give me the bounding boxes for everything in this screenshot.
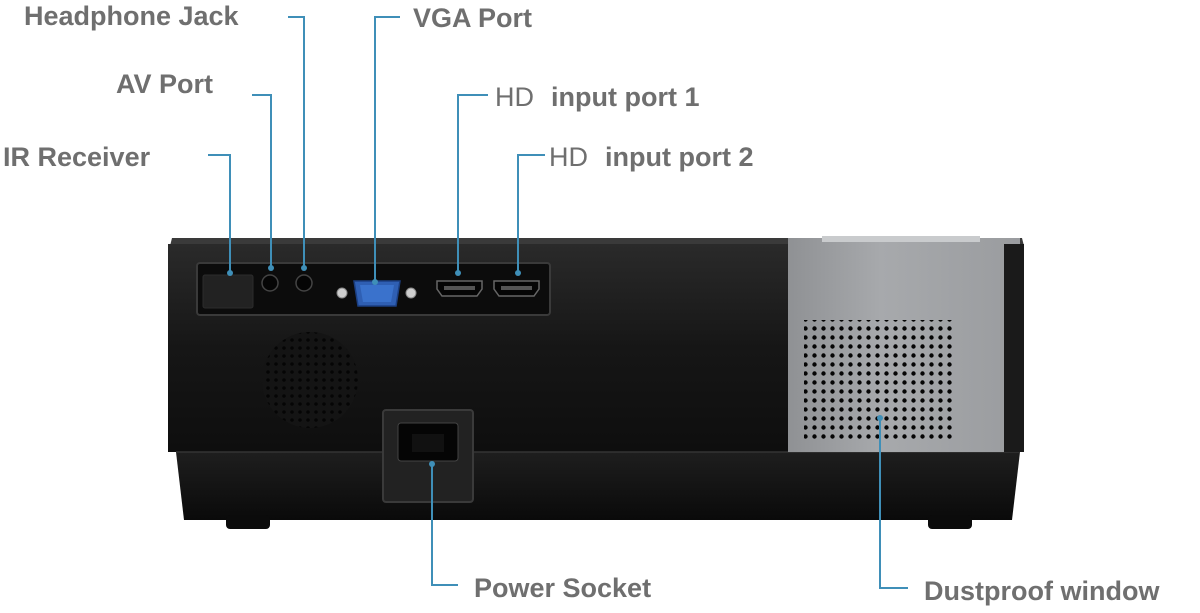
leader-hd-input-2 — [517, 154, 545, 273]
leader-power-socket — [431, 464, 458, 586]
power-socket — [382, 409, 474, 503]
dustproof-window-panel — [788, 236, 1024, 452]
label-av-port: AV Port — [116, 69, 213, 99]
leader-av-port — [252, 94, 272, 268]
label-ir-receiver: IR Receiver — [3, 142, 151, 172]
projector-foot-right — [928, 515, 972, 529]
label-hd-input-1: input port 1 — [551, 82, 699, 112]
label-power-socket: Power Socket — [474, 573, 651, 603]
ir-receiver-window — [202, 274, 254, 309]
vga-connector — [336, 280, 417, 307]
label-hd-input-1-prefix: HD — [495, 82, 534, 112]
projector — [168, 236, 1024, 529]
label-hd-input-2: input port 2 — [605, 142, 753, 172]
label-vga-port: VGA Port — [413, 3, 532, 33]
leader-headphone-jack — [288, 16, 305, 268]
leader-vga-port — [374, 16, 400, 282]
leader-ir-receiver — [208, 154, 231, 272]
av-port-jack — [261, 274, 279, 292]
label-dustproof-window: Dustproof window — [924, 576, 1160, 606]
leader-hd-input-1 — [457, 94, 488, 273]
label-headphone-jack: Headphone Jack — [24, 1, 240, 31]
hd-input-port-2 — [493, 280, 540, 297]
leader-lines — [208, 16, 908, 589]
hd-input-port-1 — [436, 280, 483, 297]
projector-base — [176, 452, 1020, 520]
headphone-jack — [295, 274, 313, 292]
projector-foot-left — [226, 515, 270, 529]
label-hd-input-2-prefix: HD — [549, 142, 588, 172]
leader-endpoints — [227, 265, 883, 467]
speaker-grille — [262, 332, 358, 428]
leader-dustproof-window — [879, 418, 908, 589]
